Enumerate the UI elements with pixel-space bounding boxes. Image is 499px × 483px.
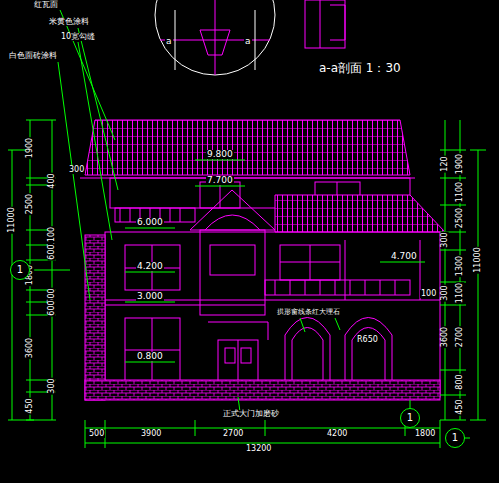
dimension: 2500	[26, 193, 34, 215]
material-note: 白色面砖涂料	[8, 52, 58, 60]
axis-marker: 1	[10, 260, 30, 280]
dimension: 1100	[456, 181, 464, 203]
level-mark: 7.700	[206, 176, 234, 185]
axis-marker: 1	[400, 408, 420, 428]
axis-marker: 1	[445, 428, 465, 448]
dimension: 11000	[8, 206, 16, 233]
dimension: 450	[456, 398, 464, 415]
dimension: 300	[441, 284, 449, 301]
dimension: 300	[48, 377, 56, 394]
dimension: 300	[441, 231, 449, 248]
level-mark: 6.000	[136, 218, 164, 227]
axis-number: 1	[17, 265, 23, 275]
material-note: 红瓦面	[33, 1, 59, 9]
dimension: 2700	[456, 326, 464, 348]
dimension: 1900	[456, 153, 464, 175]
dimension: 800	[456, 373, 464, 390]
dimension: 450	[26, 397, 34, 414]
dimension: 600	[48, 243, 56, 260]
dimension: 600	[48, 299, 56, 316]
dimension: 11000	[474, 246, 482, 273]
level-mark: 4.700	[390, 252, 418, 261]
dimension: 2700	[222, 430, 244, 438]
material-note: 10宽勾缝	[60, 33, 96, 41]
dimension: 2500	[456, 207, 464, 229]
level-mark: 0.800	[136, 352, 164, 361]
dimension: 1900	[26, 137, 34, 159]
dimension: 300	[68, 166, 85, 174]
dimension: 120	[441, 155, 449, 172]
dimension: 13200	[245, 445, 272, 453]
dimension: 3900	[140, 430, 162, 438]
axis-number: 1	[452, 433, 458, 443]
section-mark: a	[165, 37, 173, 46]
level-mark: 9.800	[206, 150, 234, 159]
level-mark: 4.200	[136, 262, 164, 271]
section-mark: a	[244, 37, 252, 46]
section-title: a-a剖面 1：30	[318, 62, 402, 74]
dimension: 3600	[441, 326, 449, 348]
dimension: 1100	[456, 282, 464, 304]
dimension: 1300	[456, 255, 464, 277]
dimension: 500	[88, 430, 105, 438]
dimension: 1800	[414, 430, 436, 438]
axis-number: 1	[407, 413, 413, 423]
material-note: 米黄色涂料	[48, 18, 90, 26]
dimension: 3600	[26, 337, 34, 359]
dimension: 100	[420, 290, 437, 298]
material-note: 正式大门加磨砂	[222, 410, 280, 418]
level-mark: 3.000	[136, 292, 164, 301]
material-note: 拱形窗线条红大理石	[276, 309, 341, 316]
dimension: 4200	[326, 430, 348, 438]
radius-dim: R650	[356, 336, 379, 344]
dimension: 400	[48, 172, 56, 189]
